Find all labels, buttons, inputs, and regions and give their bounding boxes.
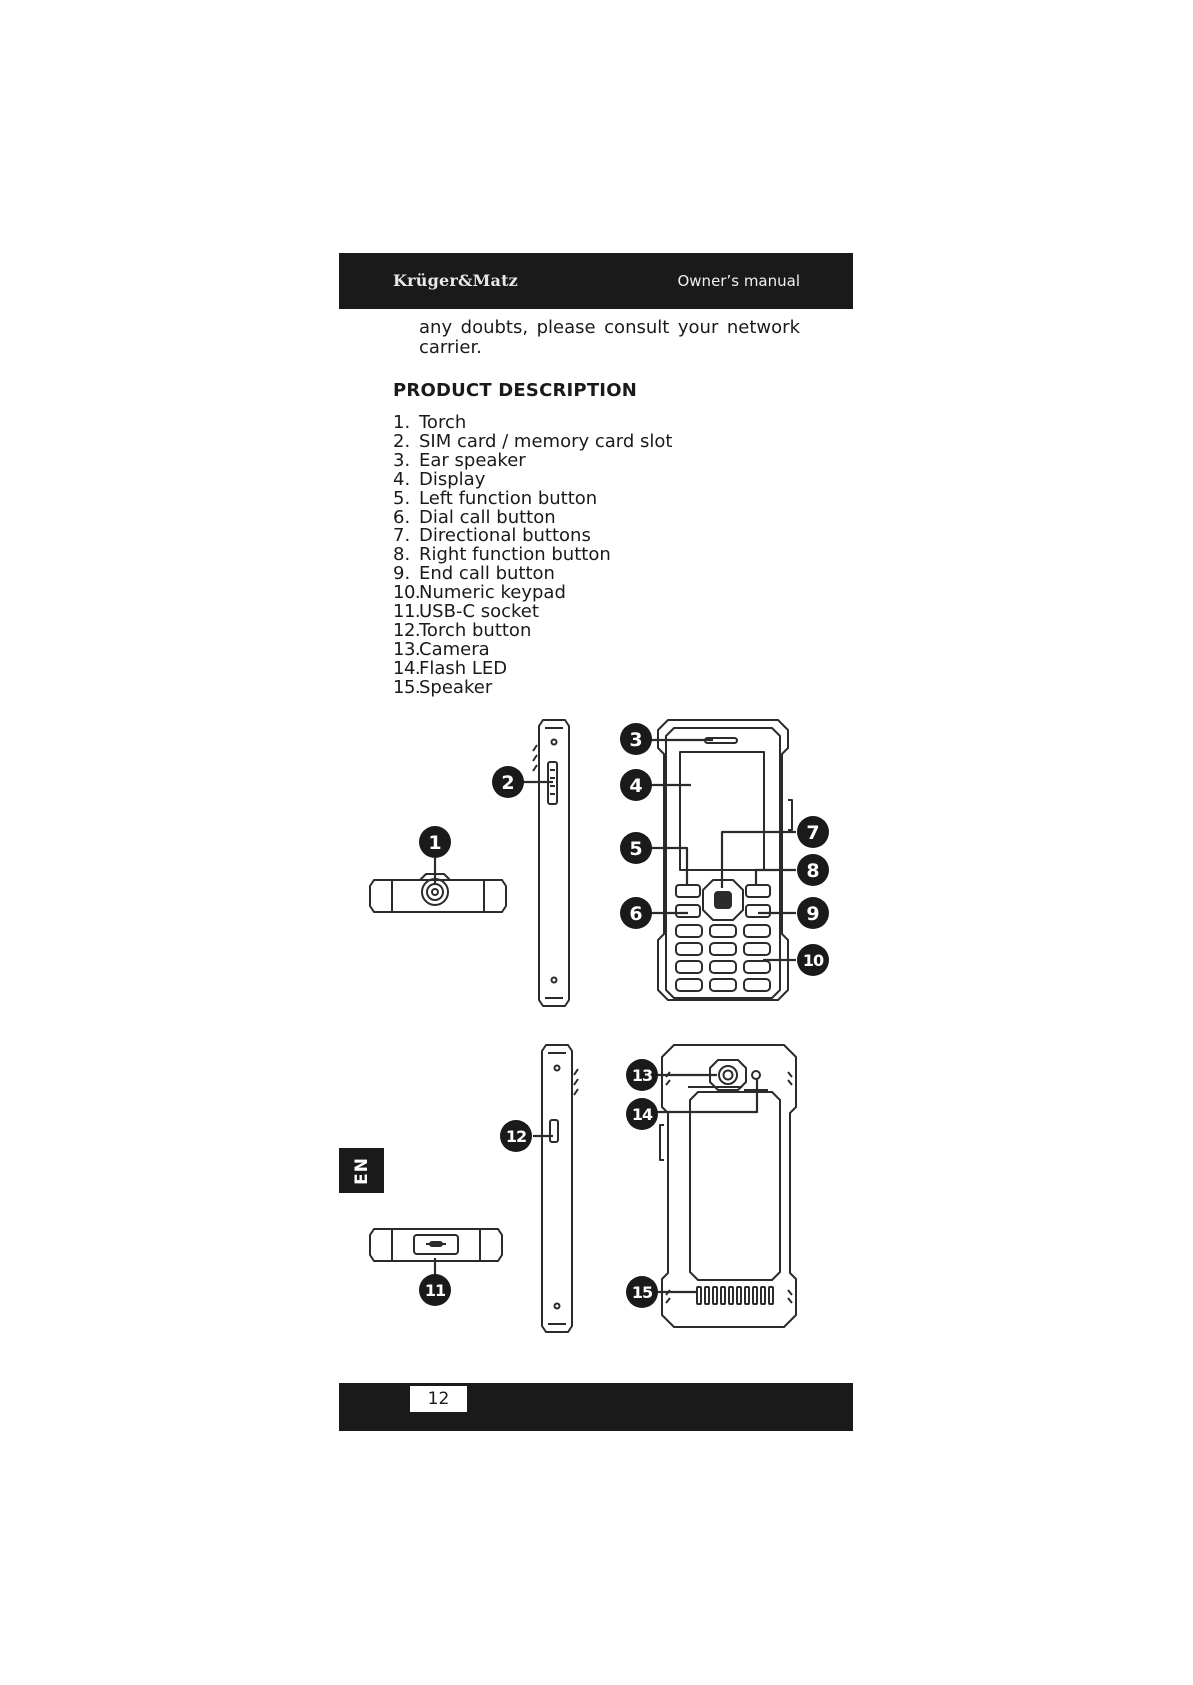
svg-text:7: 7 bbox=[806, 822, 819, 844]
speaker-grille bbox=[696, 1286, 774, 1305]
callout-13: 13 bbox=[626, 1059, 658, 1091]
svg-text:3: 3 bbox=[629, 729, 642, 751]
callout-4: 4 bbox=[620, 769, 652, 801]
list-item: 2.SIM card / memory card slot bbox=[393, 430, 673, 452]
svg-text:1: 1 bbox=[428, 832, 441, 854]
callout-10: 10 bbox=[797, 944, 829, 976]
svg-text:9: 9 bbox=[806, 903, 819, 925]
svg-text:8: 8 bbox=[806, 860, 819, 882]
phone-right-side-view bbox=[541, 1044, 579, 1333]
list-item: 6.Dial call button bbox=[393, 506, 556, 528]
svg-text:12: 12 bbox=[506, 1127, 526, 1146]
list-item: 9.End call button bbox=[393, 563, 555, 585]
language-tab: EN bbox=[339, 1148, 384, 1193]
list-item: 13.Camera bbox=[393, 638, 490, 660]
callout-6: 6 bbox=[620, 897, 652, 929]
svg-text:11: 11 bbox=[425, 1281, 446, 1300]
svg-text:15: 15 bbox=[632, 1283, 653, 1302]
list-item: 5.Left function button bbox=[393, 487, 598, 509]
callout-11: 11 bbox=[419, 1274, 451, 1306]
list-item: 1.Torch bbox=[393, 412, 467, 433]
list-item: 7.Directional buttons bbox=[393, 525, 591, 547]
section-title: PRODUCT DESCRIPTION bbox=[393, 380, 637, 401]
callout-leaders bbox=[433, 738, 796, 1294]
brand-logo: Krüger&Matz bbox=[393, 271, 518, 290]
list-item: 14.Flash LED bbox=[393, 657, 508, 679]
callout-8: 8 bbox=[797, 854, 829, 886]
phone-side-view bbox=[532, 719, 570, 1007]
svg-text:10: 10 bbox=[803, 951, 824, 970]
page-header: Krüger&Matz Owner’s manual bbox=[339, 253, 853, 309]
callout-1: 1 bbox=[419, 826, 451, 858]
callout-12: 12 bbox=[500, 1120, 532, 1152]
svg-text:4: 4 bbox=[629, 775, 642, 797]
svg-text:5: 5 bbox=[629, 838, 642, 860]
callout-5: 5 bbox=[620, 832, 652, 864]
callout-9: 9 bbox=[797, 897, 829, 929]
list-item: 3.Ear speaker bbox=[393, 449, 526, 471]
intro-line-2: carrier. bbox=[419, 337, 482, 358]
page-number: 12 bbox=[410, 1386, 467, 1412]
callout-2: 2 bbox=[492, 766, 524, 798]
intro-line-1: any doubts, please consult your network bbox=[419, 317, 800, 338]
phone-back-view bbox=[659, 1044, 797, 1328]
phone-bottom-view bbox=[369, 1228, 503, 1262]
svg-text:6: 6 bbox=[629, 903, 642, 925]
svg-text:13: 13 bbox=[632, 1066, 652, 1085]
svg-text:14: 14 bbox=[632, 1105, 653, 1124]
callout-14: 14 bbox=[626, 1098, 658, 1130]
callout-3: 3 bbox=[620, 723, 652, 755]
callout-15: 15 bbox=[626, 1276, 658, 1308]
phone-front-view bbox=[657, 719, 793, 1001]
svg-text:2: 2 bbox=[501, 772, 514, 794]
document-title: Owner’s manual bbox=[677, 272, 800, 290]
callout-7: 7 bbox=[797, 816, 829, 848]
page-footer: 12 bbox=[339, 1383, 853, 1431]
list-item: 10.Numeric keypad bbox=[393, 582, 566, 604]
list-item: 15.Speaker bbox=[393, 676, 493, 698]
parts-list: 1.Torch 2.SIM card / memory card slot 3.… bbox=[393, 412, 673, 698]
intro-paragraph: any doubts, please consult your network … bbox=[419, 318, 800, 358]
list-item: 8.Right function button bbox=[393, 544, 611, 566]
list-item: 11.USB-C socket bbox=[393, 601, 539, 623]
list-item: 12.Torch button bbox=[393, 619, 532, 641]
phone-top-view bbox=[369, 873, 507, 913]
list-item: 4.Display bbox=[393, 468, 486, 490]
language-label: EN bbox=[351, 1156, 372, 1185]
phone-diagram: 1 2 3 4 5 6 7 8 9 10 11 12 bbox=[369, 719, 829, 1333]
